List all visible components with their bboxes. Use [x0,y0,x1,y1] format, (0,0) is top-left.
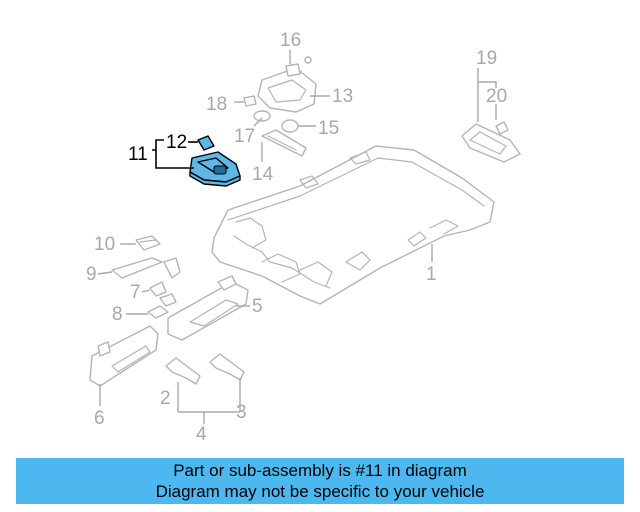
left-small-parts [111,235,181,319]
map-lamp-part-11[interactable] [189,151,241,187]
leader-lines [97,50,497,424]
callout-3: 3 [236,402,247,423]
callout-4: 4 [196,424,207,445]
callout-2: 2 [160,388,171,409]
banner-line-2: Diagram may not be specific to your vehi… [155,482,485,501]
callout-19: 19 [476,48,497,69]
callout-10: 10 [94,234,115,255]
callout-16: 16 [280,30,301,51]
console-cluster [243,56,317,157]
callout-labels: 1 2 3 4 5 6 7 8 9 10 11 12 13 14 15 16 1… [86,30,507,445]
rear-lamp-cluster [461,121,521,163]
bulb-part-12 [197,135,215,151]
sun-visor-5 [167,275,249,341]
callout-17: 17 [234,126,255,147]
assist-grip-2 [165,357,201,385]
assist-grip-3 [209,353,245,381]
info-banner: Part or sub-assembly is #11 in diagram D… [16,458,624,504]
callout-1: 1 [426,264,437,285]
callout-6: 6 [94,408,105,429]
banner-line-1: Part or sub-assembly is #11 in diagram [173,461,467,480]
callout-15: 15 [318,118,339,139]
callout-13: 13 [332,86,353,107]
callout-8: 8 [112,304,123,325]
callout-12: 12 [166,132,187,153]
sun-visor-6 [89,325,159,387]
callout-11: 11 [128,144,148,165]
callout-7: 7 [130,282,141,303]
callout-20: 20 [486,86,507,107]
callout-9: 9 [86,264,97,285]
callout-18: 18 [206,94,227,115]
headliner-part [211,145,495,305]
callout-5: 5 [252,296,263,317]
callout-14: 14 [252,164,274,185]
